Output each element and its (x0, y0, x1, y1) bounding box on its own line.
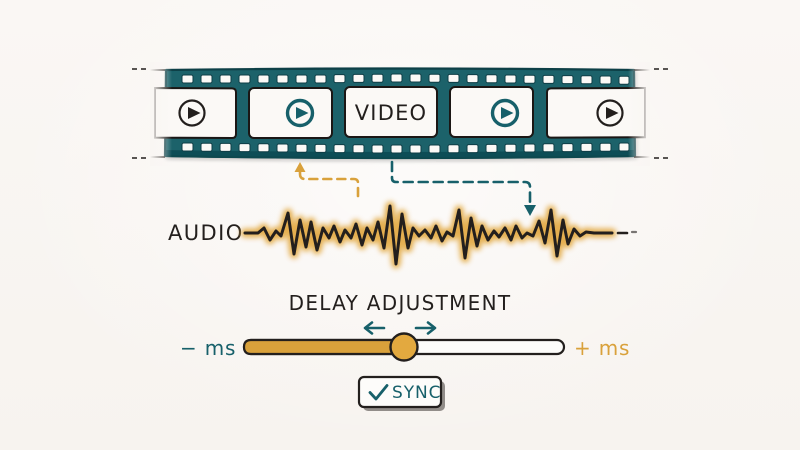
sprocket-holes-top (181, 73, 630, 85)
audio-to-video-connector (294, 162, 360, 198)
slider-handle[interactable] (389, 332, 419, 362)
filmstrip-edge-left (132, 62, 172, 166)
video-to-audio-connector (390, 160, 536, 216)
audio-label: AUDIO (168, 221, 244, 245)
slider-fill (242, 338, 406, 356)
filmstrip-edge-right (628, 62, 668, 166)
play-icon[interactable] (490, 98, 520, 128)
filmstrip-frame-video[interactable]: VIDEO (344, 86, 438, 138)
slider-plus-label: + ms (574, 336, 630, 360)
play-icon[interactable] (285, 98, 315, 128)
filmstrip-frame-2[interactable] (248, 87, 333, 139)
check-icon (368, 384, 389, 401)
sync-button[interactable]: SYNC (357, 375, 445, 411)
audio-waveform[interactable] (240, 201, 638, 269)
filmstrip-frame-5[interactable] (546, 86, 646, 139)
delay-slider[interactable] (242, 332, 566, 362)
sprocket-holes-bottom (181, 142, 630, 154)
video-frame-label: VIDEO (355, 101, 428, 125)
play-icon[interactable] (178, 99, 206, 127)
slider-nudge-right-icon[interactable] (414, 321, 437, 335)
filmstrip-frame-4[interactable] (449, 86, 534, 138)
sync-button-label: SYNC (392, 383, 441, 403)
slider-minus-label: − ms (180, 336, 236, 360)
filmstrip-frame-1[interactable] (154, 86, 237, 140)
delay-adjustment-title: DELAY ADJUSTMENT (289, 291, 512, 315)
play-icon[interactable] (596, 99, 624, 127)
slider-nudge-left-icon[interactable] (363, 321, 386, 335)
